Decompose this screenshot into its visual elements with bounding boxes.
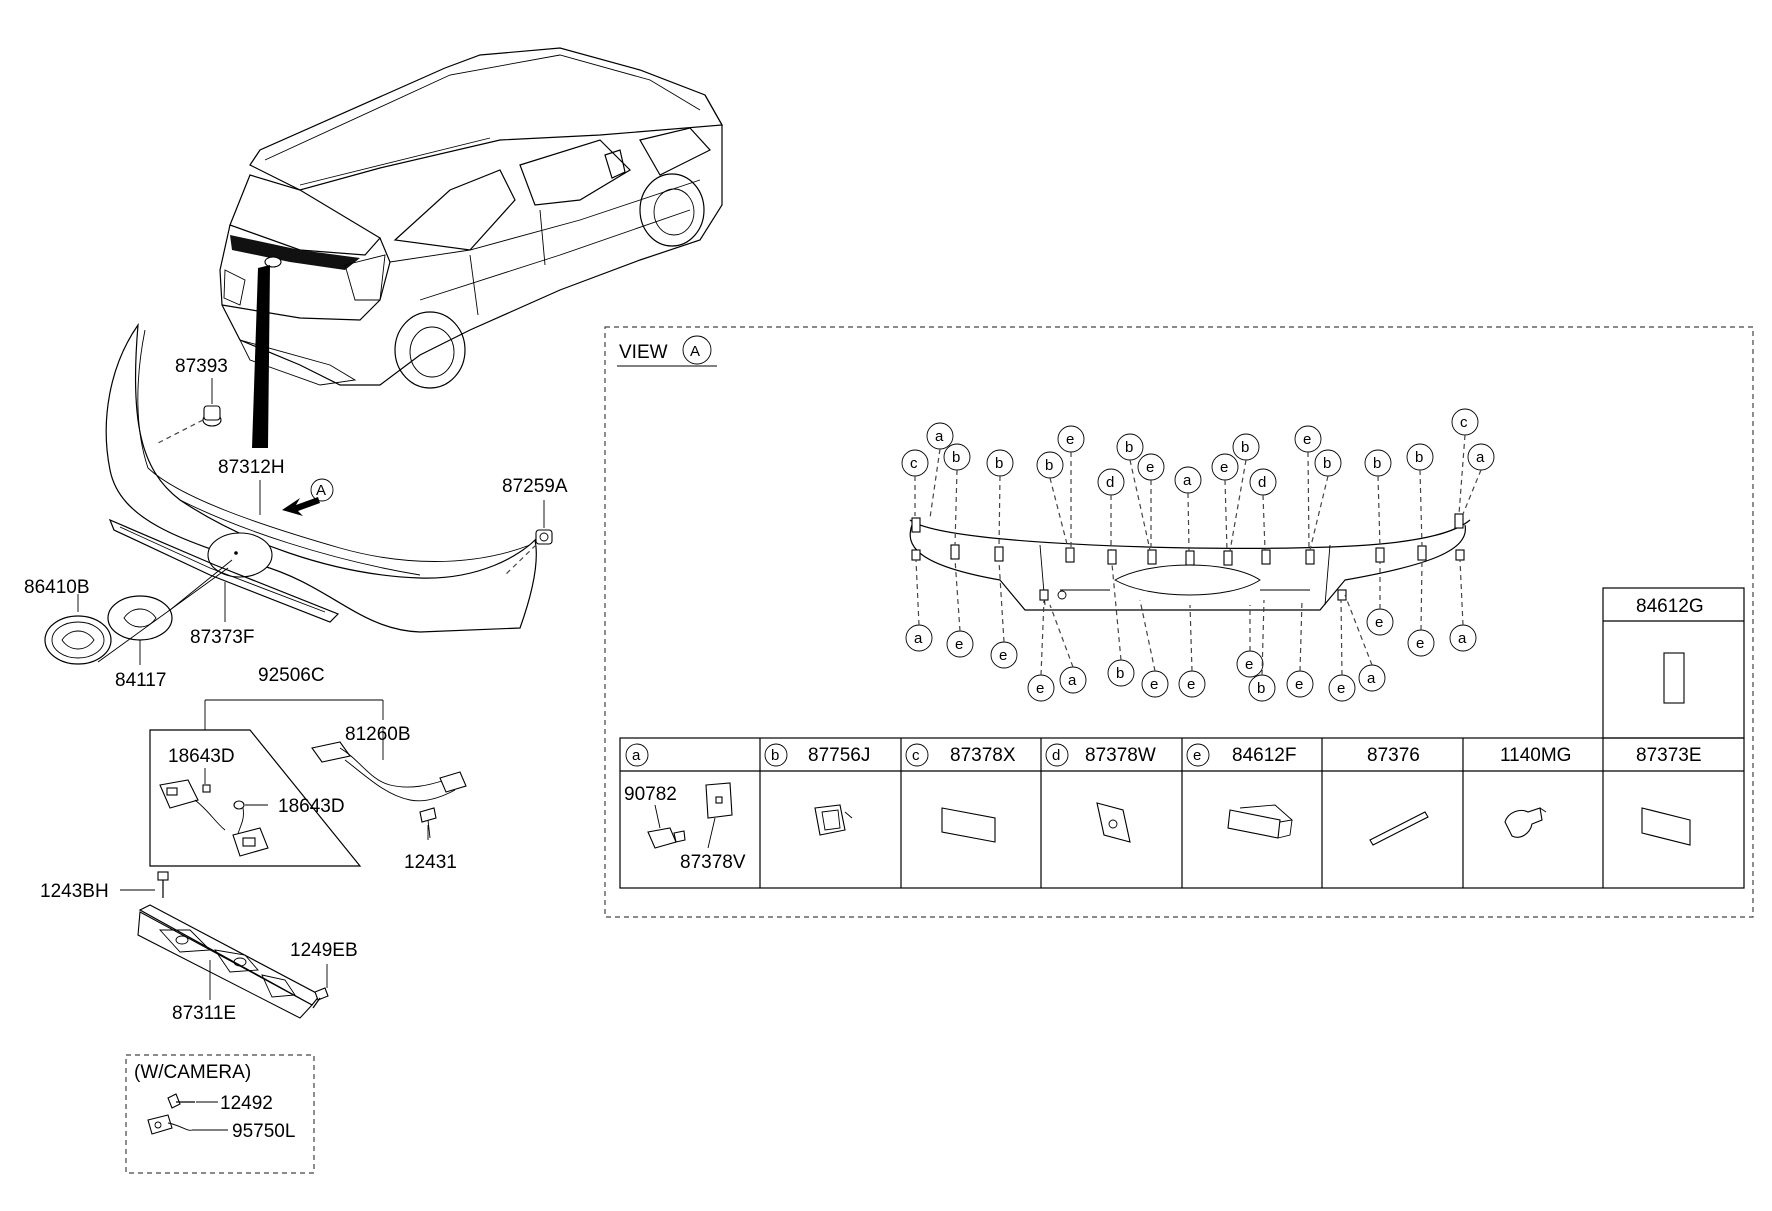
- nut-87259A: 87259A: [502, 476, 568, 576]
- svg-text:A: A: [316, 482, 326, 499]
- callout-87312H: 87312H: [218, 457, 285, 515]
- clip-87393: 87393: [157, 356, 228, 444]
- svg-text:a: a: [1458, 630, 1467, 647]
- svg-text:e: e: [1303, 431, 1311, 448]
- svg-text:e: e: [1416, 635, 1424, 652]
- svg-text:b: b: [1045, 457, 1053, 474]
- svg-text:d: d: [1106, 474, 1114, 491]
- view-ref-letter: A: [690, 343, 700, 360]
- svg-text:e: e: [1036, 680, 1044, 697]
- svg-text:b: b: [1323, 455, 1331, 472]
- label-12431: 12431: [404, 852, 457, 873]
- label-86410B: 86410B: [24, 577, 90, 598]
- label-87393: 87393: [175, 356, 228, 377]
- legend-cell-87373E: 87373E: [1636, 745, 1702, 846]
- emblem-86410B: 86410B: [24, 577, 112, 665]
- view-clips: [911, 513, 1465, 601]
- label-18643D-a: 18643D: [168, 746, 235, 767]
- emblem-base-84117: 84117: [97, 559, 233, 691]
- legend-cell-a: a 90782 87378V: [624, 743, 746, 873]
- svg-text:e: e: [1146, 459, 1154, 476]
- label-87373F: 87373F: [190, 627, 254, 648]
- label-87312H: 87312H: [218, 457, 285, 478]
- svg-text:c: c: [1460, 414, 1468, 431]
- legend-part-87378V: 87378V: [680, 852, 746, 873]
- legend-cell-87376: 87376: [1367, 745, 1429, 846]
- svg-text:b: b: [1415, 449, 1423, 466]
- svg-text:e: e: [1150, 676, 1158, 693]
- view-a-arrow: A: [282, 478, 334, 516]
- bolt-1243BH: 1243BH: [40, 871, 169, 902]
- legend-part-87376: 87376: [1367, 745, 1420, 766]
- label-81260B: 81260B: [345, 724, 411, 745]
- legend-part-84612F: 84612F: [1232, 745, 1296, 766]
- svg-text:d: d: [1258, 474, 1266, 491]
- camera-box-title: (W/CAMERA): [134, 1062, 251, 1083]
- svg-text:b: b: [1257, 680, 1265, 697]
- svg-text:e: e: [1220, 459, 1228, 476]
- label-1243BH: 1243BH: [40, 881, 109, 902]
- callout-87373F: 87373F: [190, 582, 254, 648]
- wiring-group-92506C: 92506C 18643D 18643D 81260B 12431: [149, 665, 467, 873]
- legend-cell-c: c 87378X: [905, 743, 1016, 843]
- svg-text:e: e: [1193, 747, 1201, 764]
- svg-text:d: d: [1052, 747, 1060, 764]
- legend-cell-b: b 87756J: [764, 743, 870, 836]
- legend-part-87378X: 87378X: [950, 745, 1016, 766]
- svg-text:a: a: [1183, 472, 1192, 489]
- legend-cell-d: d 87378W: [1045, 743, 1156, 843]
- label-84117: 84117: [115, 670, 166, 691]
- tailgate-garnish-87312H: [105, 322, 537, 633]
- svg-text:c: c: [910, 455, 918, 472]
- svg-text:a: a: [914, 630, 923, 647]
- svg-text:e: e: [1375, 614, 1383, 631]
- label-95750L: 95750L: [232, 1121, 295, 1142]
- svg-text:e: e: [999, 647, 1007, 664]
- camera-option-box: (W/CAMERA) 12492 95750L: [125, 1054, 315, 1174]
- svg-text:b: b: [771, 747, 779, 764]
- label-18643D-b: 18643D: [278, 796, 345, 817]
- svg-text:e: e: [1066, 431, 1074, 448]
- view-a-panel: VIEW A: [604, 326, 1754, 918]
- legend-header-84612G: 84612G: [1636, 596, 1704, 617]
- svg-text:e: e: [1245, 656, 1253, 673]
- svg-text:a: a: [1367, 670, 1376, 687]
- label-87259A: 87259A: [502, 476, 568, 497]
- svg-text:b: b: [995, 455, 1003, 472]
- svg-text:b: b: [1373, 455, 1381, 472]
- legend-part-87373E: 87373E: [1636, 745, 1702, 766]
- detail-pointer: [252, 265, 270, 448]
- screw-1249EB: 1249EB: [290, 940, 358, 1009]
- label-87311E: 87311E: [172, 1003, 236, 1024]
- svg-text:e: e: [1295, 676, 1303, 693]
- svg-text:e: e: [1337, 680, 1345, 697]
- svg-text:a: a: [632, 747, 641, 764]
- handle-assembly-87311E: 87311E: [137, 904, 321, 1024]
- label-1249EB: 1249EB: [290, 940, 358, 961]
- legend-cell-1140MG: 1140MG: [1500, 745, 1571, 838]
- svg-text:b: b: [952, 449, 960, 466]
- svg-text:b: b: [1125, 439, 1133, 456]
- parts-legend-table: 84612G a 90782 87378V b 87756J: [619, 587, 1745, 889]
- label-12492: 12492: [220, 1093, 273, 1114]
- legend-part-90782: 90782: [624, 784, 677, 805]
- vehicle-illustration: [219, 47, 723, 389]
- legend-part-87378W: 87378W: [1085, 745, 1156, 766]
- svg-text:e: e: [1187, 676, 1195, 693]
- svg-text:a: a: [935, 428, 944, 445]
- svg-text:b: b: [1241, 439, 1249, 456]
- svg-text:b: b: [1116, 665, 1124, 682]
- label-92506C: 92506C: [258, 665, 325, 686]
- svg-text:c: c: [912, 747, 920, 764]
- svg-text:e: e: [955, 636, 963, 653]
- svg-text:a: a: [1068, 672, 1077, 689]
- view-title: VIEW: [619, 342, 668, 363]
- legend-cell-e: e 84612F: [1186, 743, 1296, 839]
- view-callouts-top: c a b b b e d b e a e b d e: [901, 408, 1495, 552]
- svg-text:a: a: [1476, 449, 1485, 466]
- view-callouts-bottom: a e e e a b e e e b e e a e: [905, 558, 1477, 702]
- legend-part-87756J: 87756J: [808, 745, 870, 766]
- legend-part-1140MG: 1140MG: [1500, 745, 1571, 766]
